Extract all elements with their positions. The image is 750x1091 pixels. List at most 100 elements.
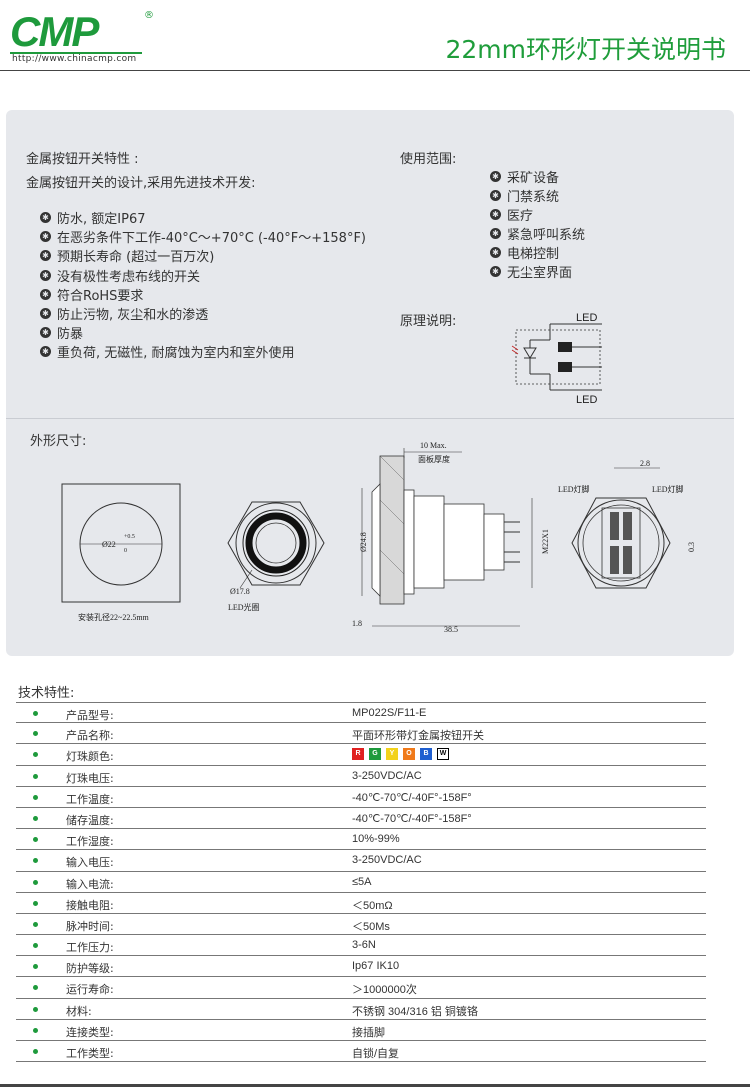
bullet-dot-icon: [33, 879, 38, 885]
panel-divider: [6, 418, 734, 419]
spec-row: 脉冲时间: ＜50Ms: [16, 914, 706, 936]
header-divider: [0, 70, 750, 71]
application-item: ✱门禁系统: [490, 186, 585, 205]
star-bullet-icon: ✱: [40, 308, 51, 320]
spec-label: 运行寿命:: [66, 983, 114, 997]
color-chip: W: [437, 748, 449, 761]
spec-label: 储存温度:: [66, 813, 114, 827]
feature-text: 符合RoHS要求: [57, 288, 144, 304]
spec-label: 脉冲时间:: [66, 919, 114, 933]
switch-body: [413, 495, 445, 589]
spec-row: 连接类型:接插脚: [16, 1020, 706, 1041]
feature-item: ✱ 在恶劣条件下工作-40°C～+70°C (-40°F～+158°F): [40, 227, 366, 246]
panel-thickness-caption: 面板厚度: [418, 454, 450, 464]
document-title: 22mm环形灯开关说明书: [445, 35, 726, 64]
svg-text:0: 0: [124, 548, 127, 554]
bullet-dot-icon: [33, 731, 38, 737]
features-list: ✱防水, 额定IP67✱在恶劣条件下工作-40°C～+70°C (-40°F～+…: [40, 208, 366, 362]
spec-row: 工作类型:自锁/自复: [16, 1041, 706, 1063]
spec-row: 产品型号: MP022S/F11-E: [16, 702, 706, 724]
bullet-dot-icon: [33, 1027, 38, 1033]
spec-value: -40℃-70℃/-40F°-158F°: [352, 812, 472, 825]
feature-item: ✱重负荷, 无磁性, 耐腐蚀为室内和室外使用: [40, 342, 366, 361]
spec-row: 防护等级:Ip67 IK10: [16, 956, 706, 978]
star-bullet-icon: ✱: [490, 171, 501, 182]
light-ray-icon: [511, 345, 519, 351]
led-label-top: LED: [576, 312, 597, 324]
led-ring: [245, 512, 307, 574]
spec-value: Ip67 IK10: [352, 960, 400, 973]
feature-item: ✱防水, 额定IP67: [40, 208, 366, 227]
feature-item: ✱没有极性考虑布线的开关: [40, 266, 366, 285]
features-intro: 金属按钮开关的设计,采用先进技术开发:: [26, 176, 256, 191]
bullet-dot-icon: [33, 773, 38, 779]
spec-value: MP022S/F11-E: [352, 707, 427, 719]
dimension-drawing: Ø22 +0.5 0 安装孔径22~22.5mm Ø17.8 LED光圈 10 …: [61, 441, 696, 634]
star-bullet-icon: ✱: [490, 266, 501, 277]
ring-diameter: Ø17.8: [230, 587, 250, 596]
spec-value: ＜50Ms: [352, 920, 390, 933]
bullet-dot-icon: [33, 837, 38, 843]
spec-label: 工作湿度:: [66, 835, 114, 849]
application-text: 医疗: [507, 209, 534, 224]
feature-text: 在恶劣条件下工作-40°C～+70°C (-40°F～+158°F): [57, 231, 366, 247]
star-bullet-icon: ✱: [40, 269, 51, 281]
bullet-dot-icon: [33, 815, 38, 821]
bullet-dot-icon: [33, 900, 38, 906]
spec-label: 灯珠颜色:: [66, 750, 114, 764]
color-chip: Y: [386, 748, 398, 761]
page-header: CMP ® http://www.chinacmp.com 22mm环形灯开关说…: [0, 0, 750, 72]
application-item: ✱采矿设备: [490, 167, 585, 186]
star-bullet-icon: ✱: [490, 190, 501, 201]
spec-label: 输入电流:: [66, 877, 114, 891]
registered-mark: ®: [144, 10, 154, 21]
bullet-dot-icon: [33, 1049, 38, 1054]
spec-value: 3-6N: [352, 939, 376, 952]
specs-table: 产品型号: MP022S/F11-E 产品名称: 平面环形带灯金属按钮开关灯珠颜色: R…: [16, 702, 706, 1063]
star-bullet-icon: ✱: [40, 212, 51, 224]
application-text: 紧急呼叫系统: [507, 228, 586, 243]
bullet-dot-icon: [33, 858, 38, 864]
button-head: [371, 483, 381, 597]
spec-label: 工作温度:: [66, 792, 114, 806]
feature-item: ✱预期长寿命 (超过一百万次): [40, 246, 366, 265]
spec-value: ≤5A: [352, 875, 372, 888]
spec-row: 工作压力: 3-6N: [16, 935, 706, 957]
spec-label: 产品名称:: [66, 729, 114, 743]
spec-row: 输入电压:3-250VDC/AC: [16, 850, 706, 872]
spec-label: 产品型号:: [66, 709, 114, 722]
star-bullet-icon: ✱: [490, 247, 501, 258]
spec-row: 材料:不锈钢 304/316 铝 铜镀铬: [16, 999, 706, 1020]
star-bullet-icon: ✱: [40, 346, 51, 358]
application-item: ✱ 无尘室界面: [490, 262, 585, 281]
star-bullet-icon: ✱: [40, 231, 51, 243]
color-chip: B: [420, 748, 432, 761]
contact-bottom: [558, 362, 572, 372]
spec-label: 工作类型:: [66, 1047, 114, 1060]
pin-thickness: 0.3: [687, 542, 696, 552]
color-chip: R: [352, 748, 364, 761]
spec-row: 产品名称: 平面环形带灯金属按钮开关: [16, 723, 706, 745]
feature-item: ✱防止污物, 灰尘和水的渗透: [40, 304, 366, 323]
thread-size: M22X1: [541, 529, 550, 554]
led-circuit-diagram: LED LED: [511, 312, 602, 406]
feature-text: 预期长寿命 (超过一百万次): [57, 250, 215, 266]
bullet-dot-icon: [33, 921, 38, 927]
spec-value: 平面环形带灯金属按钮开关: [352, 730, 484, 743]
application-item: ✱医疗: [490, 205, 585, 224]
back-hex-nut: [571, 497, 671, 589]
spec-label: 工作压力:: [66, 941, 114, 955]
bullet-dot-icon: [33, 1006, 38, 1012]
star-bullet-icon: ✱: [40, 327, 51, 339]
spec-row: 工作湿度:10%-99%: [16, 829, 706, 851]
application-text: 无尘室界面: [507, 266, 573, 281]
spec-value: 3-250VDC/AC: [352, 854, 422, 867]
principle-heading: 原理说明:: [400, 314, 457, 329]
spec-row: 储存温度: -40℃-70℃/-40F°-158F°: [16, 808, 706, 830]
dimensions-heading: 外形尺寸:: [30, 434, 87, 449]
cmp-logo: CMP ® http://www.chinacmp.com: [10, 8, 154, 64]
star-bullet-icon: ✱: [40, 288, 51, 300]
spec-value: 接插脚: [352, 1026, 385, 1039]
